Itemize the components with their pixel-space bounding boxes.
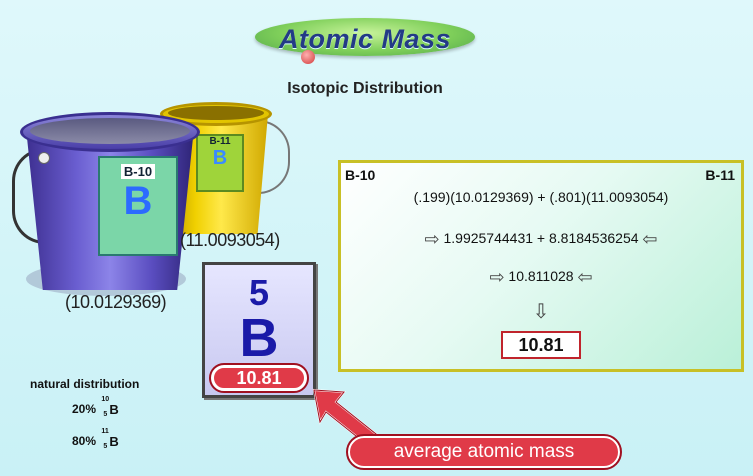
bucket-b10-label-text: B-10 bbox=[120, 164, 156, 179]
left-hook-arrow-icon: ⇦ bbox=[577, 267, 593, 287]
isotope-symbol: B bbox=[109, 402, 119, 417]
natural-distribution-title: natural distribution bbox=[30, 377, 140, 391]
title-orb-icon bbox=[301, 50, 315, 64]
calc-weighted-expression: (.199)(10.0129369) + (.801)(11.0093054) bbox=[413, 189, 669, 205]
calc-sum-row: ⇨ 10.811028 ⇦ bbox=[341, 267, 741, 288]
calc-products: 1.9925744431 + 8.8184536254 bbox=[443, 230, 639, 247]
atomic-number: 5 bbox=[248, 272, 270, 313]
atomic-number-sub: 5 bbox=[103, 443, 108, 450]
bucket-b11-inside bbox=[168, 106, 264, 120]
bucket-b11-label-text: B-11 bbox=[209, 136, 231, 147]
isotope-percent: 20% bbox=[72, 402, 97, 416]
left-hook-arrow-icon: ⇦ bbox=[642, 229, 658, 249]
right-hook-arrow-icon: ⇨ bbox=[489, 267, 505, 287]
right-hook-arrow-icon: ⇨ bbox=[424, 229, 440, 249]
calc-b11-header: B-11 bbox=[705, 167, 735, 183]
bucket-b11-symbol: B bbox=[212, 147, 228, 169]
element-symbol: B bbox=[239, 308, 279, 368]
b11-mass-label: (11.0093054) bbox=[180, 230, 280, 250]
isotope-percent: 80% bbox=[72, 434, 97, 448]
mass-number: 11 bbox=[101, 428, 109, 435]
average-atomic-mass-callout: average atomic mass bbox=[346, 434, 622, 470]
bucket-b10-inside bbox=[30, 118, 190, 144]
calc-sum: 10.811028 bbox=[508, 268, 574, 285]
page-title: Atomic Mass bbox=[278, 24, 452, 54]
bucket-b10-symbol: B bbox=[123, 179, 153, 223]
atomic-mass-pill: 10.81 bbox=[209, 363, 309, 393]
bucket-b10-illustration: B-10 B bbox=[12, 112, 200, 297]
title-badge: Atomic Mass bbox=[255, 14, 475, 64]
isotope-symbol: B bbox=[109, 434, 119, 449]
b10-mass-label: (10.0129369) bbox=[65, 292, 167, 312]
page-subtitle: Isotopic Distribution bbox=[287, 80, 443, 97]
isotope-notation: 11 5 B bbox=[99, 428, 125, 454]
isotope-b10-share: 20% 10 5 B bbox=[72, 396, 125, 422]
boron-element-tile: 5 B 10.81 bbox=[202, 262, 316, 398]
calc-b10-header: B-10 bbox=[345, 167, 376, 183]
title-ellipse bbox=[255, 18, 475, 56]
bucket-b10-label: B-10 B bbox=[98, 156, 178, 256]
calculation-panel: B-10 B-11 (.199)(10.0129369) + (.801)(11… bbox=[338, 160, 744, 372]
isotope-b11-share: 80% 11 5 B bbox=[72, 428, 125, 454]
atomic-number-sub: 5 bbox=[103, 411, 108, 418]
calc-result-box: 10.81 bbox=[501, 331, 581, 359]
mass-number: 10 bbox=[101, 396, 110, 403]
isotope-notation: 10 5 B bbox=[99, 396, 125, 422]
bucket-b10-handle-knob bbox=[38, 152, 50, 164]
down-arrow-icon: ⇩ bbox=[532, 301, 550, 323]
bucket-b11-label: B-11 B bbox=[196, 134, 244, 192]
calc-products-row: ⇨ 1.9925744431 + 8.8184536254 ⇦ bbox=[341, 229, 741, 250]
